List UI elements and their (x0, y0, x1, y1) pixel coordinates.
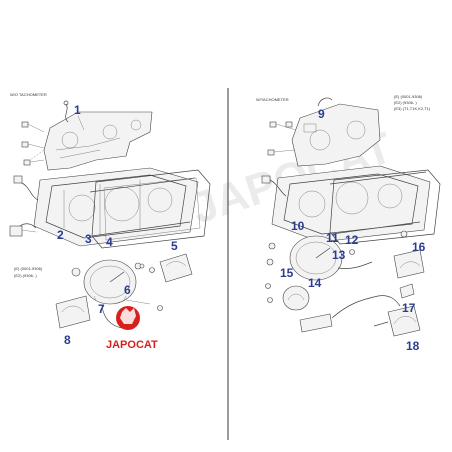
right-section-label: W/TACHOMETER (256, 97, 289, 102)
callout-5: 5 (171, 239, 178, 253)
clock-module (55, 295, 91, 329)
right-variant-3: (E3) (T1,T1K,K2,T1) (394, 106, 431, 111)
right-panel: W/TACHOMETER (E) (0001-9306) (E2) (9306-… (256, 94, 441, 353)
callout-4: 4 (106, 235, 113, 249)
japocat-logo: JAPOCAT (106, 306, 158, 351)
wiring-board-right (299, 295, 401, 333)
cluster-housing (33, 167, 199, 247)
fuel-gauge-right (282, 285, 310, 311)
callout-18: 18 (406, 339, 420, 353)
speedometer-gauge (83, 259, 137, 329)
face-glass-right (329, 169, 441, 245)
left-panel: W/O TACHOMETER (9, 92, 211, 347)
wire-harness-right (261, 175, 287, 197)
callout-1: 1 (74, 103, 81, 117)
right-variant-2: (E2) (9306- ) (394, 100, 417, 105)
callout-14: 14 (308, 276, 322, 290)
bulb-sockets-left (21, 121, 45, 166)
lamp-parts-right (265, 230, 408, 303)
callout-7: 7 (98, 302, 105, 316)
callout-2: 2 (57, 228, 64, 242)
logo-text: JAPOCAT (106, 339, 158, 351)
left-variant-2: (E2) (9306- ) (14, 273, 37, 278)
tachometer-gauge (289, 235, 373, 281)
wire-harness-left (9, 175, 39, 237)
printed-circuit-plate (29, 100, 153, 171)
callout-13: 13 (332, 248, 346, 262)
callout-16: 16 (412, 240, 426, 254)
callout-8: 8 (64, 333, 71, 347)
face-glass (91, 169, 211, 249)
cluster-housing-right (271, 165, 431, 243)
callout-17: 17 (402, 301, 416, 315)
callout-12: 12 (345, 233, 359, 247)
temp-gauge-right (393, 249, 425, 299)
callout-11: 11 (326, 231, 339, 245)
callout-9: 9 (318, 107, 325, 121)
callout-15: 15 (280, 266, 294, 280)
callout-3: 3 (85, 232, 92, 246)
left-section-label: W/O TACHOMETER (10, 92, 47, 97)
callout-10: 10 (291, 219, 305, 233)
printed-circuit-plate-right (291, 97, 381, 167)
left-variant-1: (E) (0001-9306) (14, 266, 43, 271)
bulb-sockets-right (267, 121, 297, 156)
clock-module-right (373, 305, 421, 337)
callout-6: 6 (124, 283, 131, 297)
right-variant-1: (E) (0001-9306) (394, 94, 423, 99)
fuel-temp-gauge (139, 253, 193, 283)
lamp-parts-left (71, 262, 163, 311)
